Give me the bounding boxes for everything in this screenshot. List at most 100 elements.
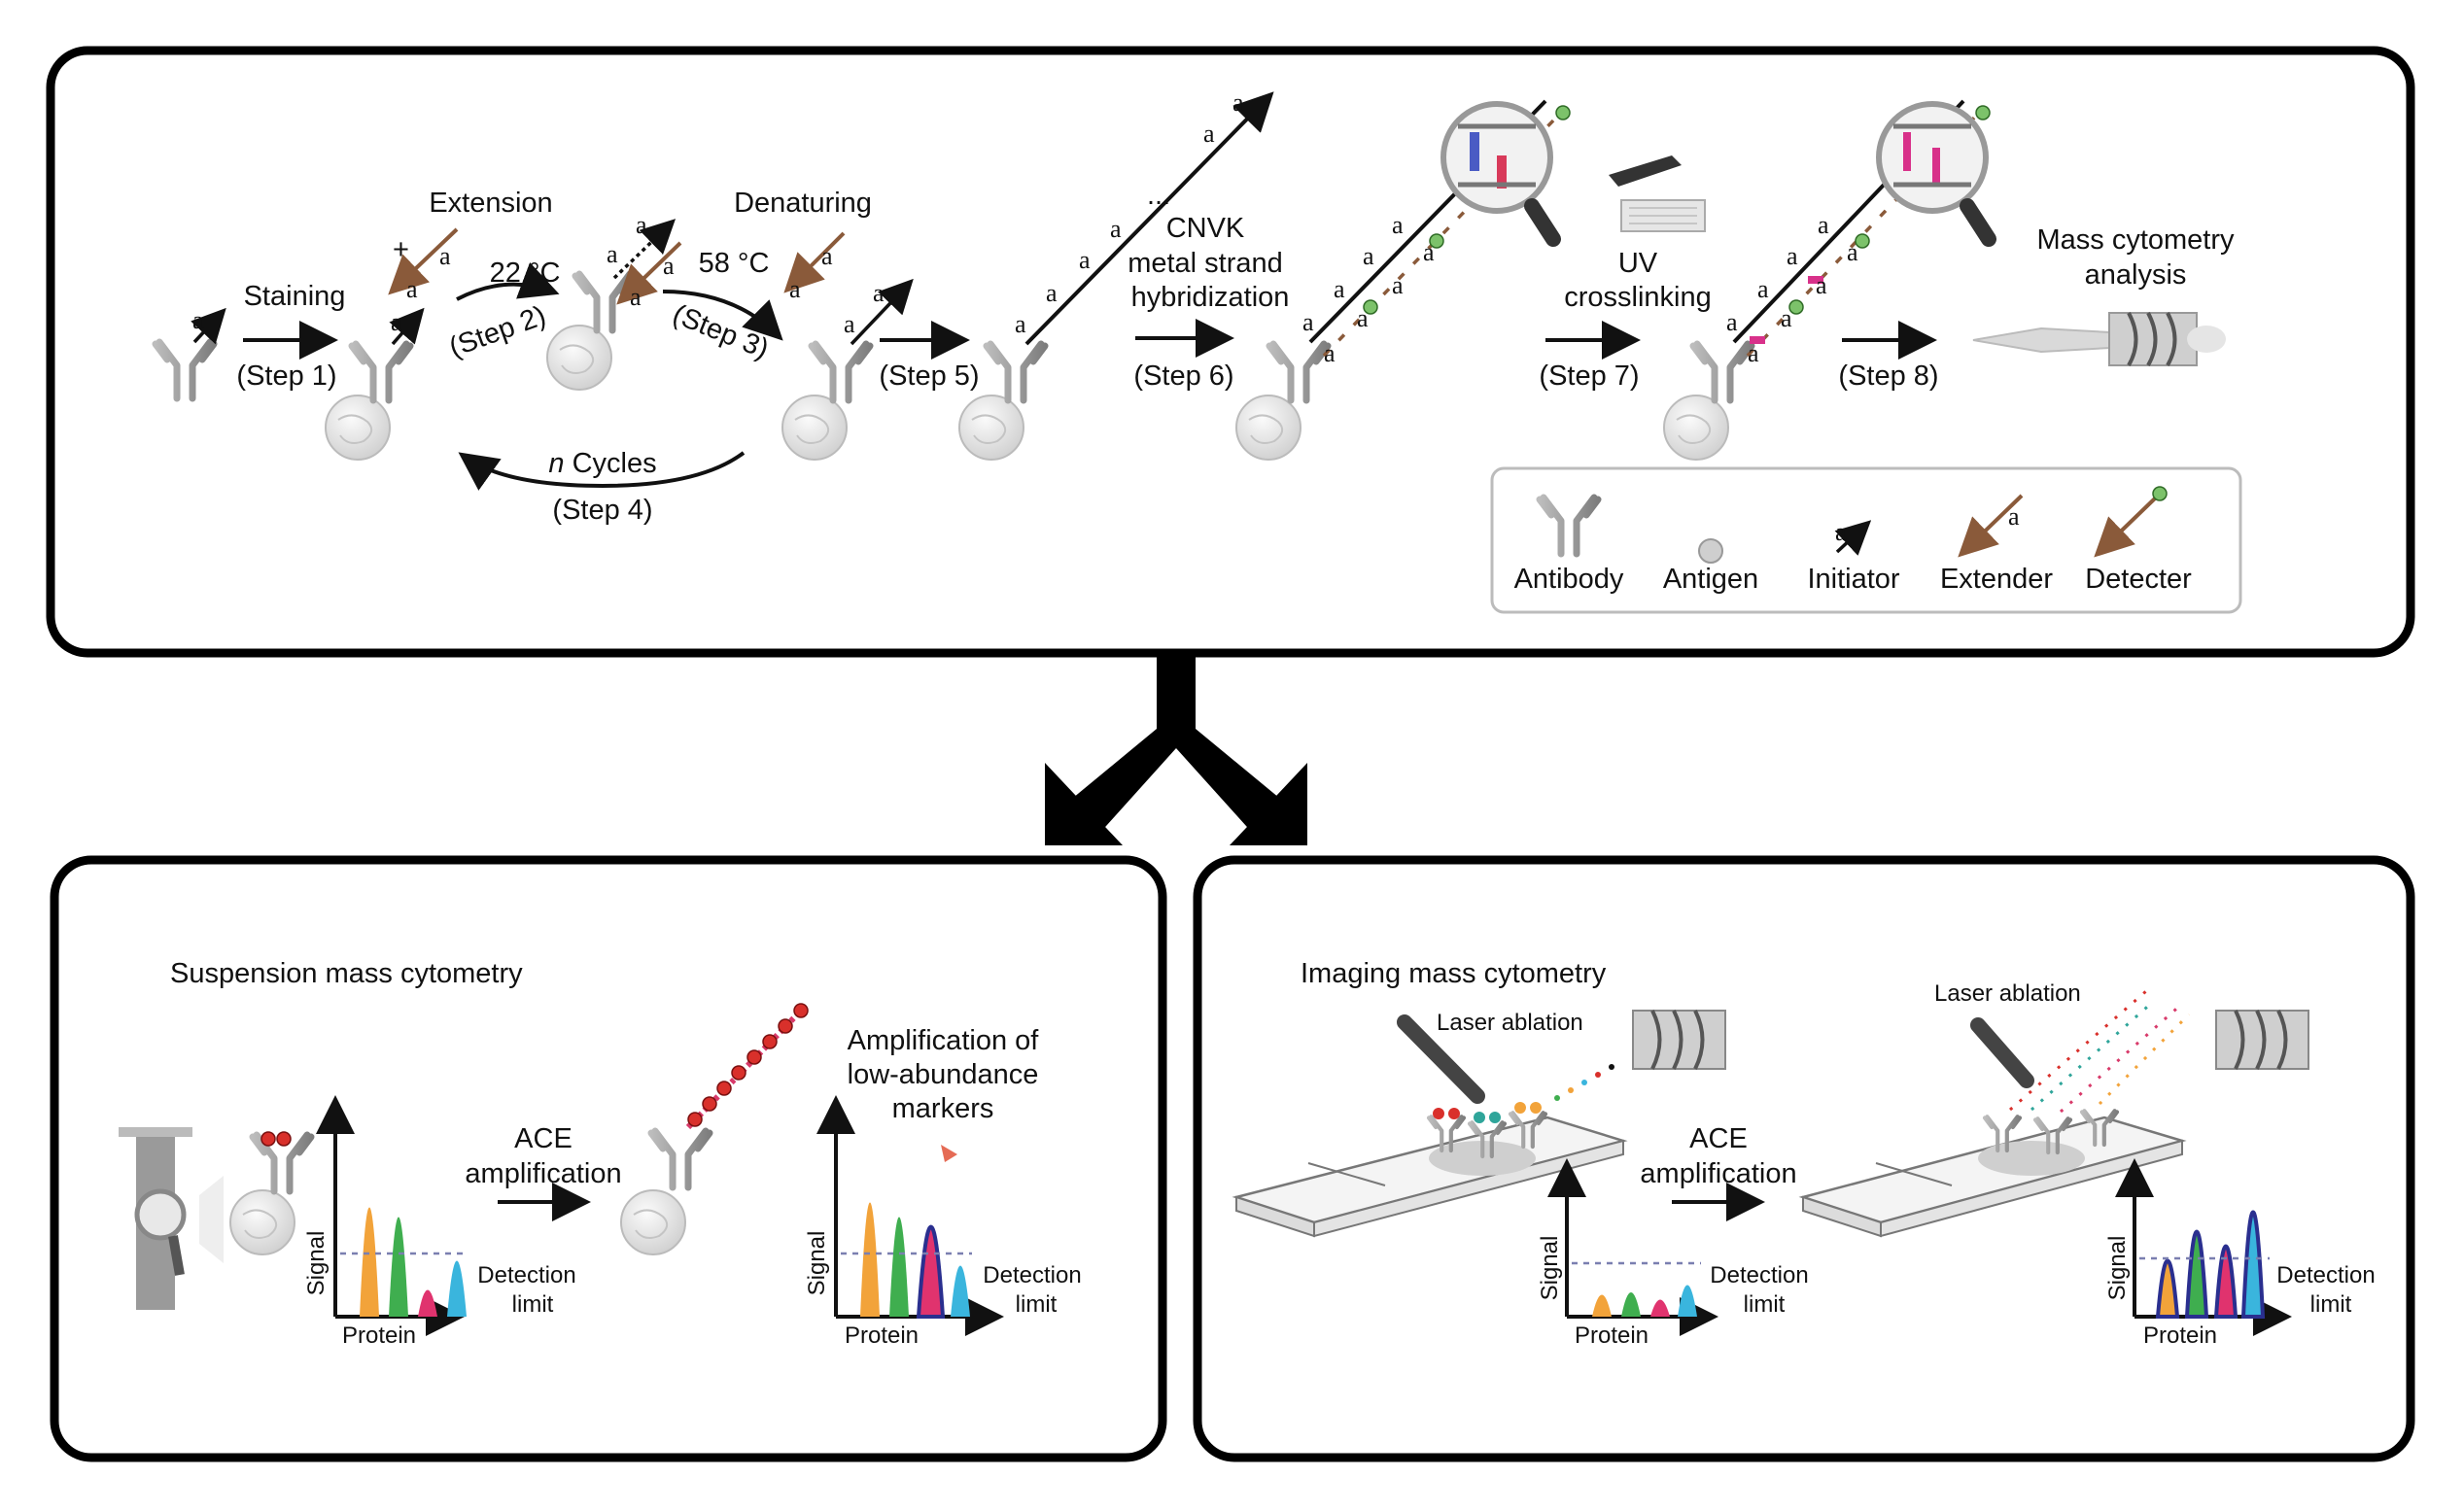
protein-label-2: Protein — [845, 1322, 919, 1349]
laser-icon-1 — [1397, 1014, 1485, 1104]
protein-label-1: Protein — [342, 1322, 416, 1349]
label-n-cycles: n Cycles — [548, 448, 656, 479]
arrow-step4 — [458, 451, 746, 491]
legend-extender-a1: a — [2008, 502, 2020, 531]
a-stage4-2: a — [1046, 279, 1058, 307]
label-cycles: Cycles — [565, 448, 657, 479]
limit-label-3: limit — [1744, 1291, 1786, 1318]
label-cnvk-2: metal strand — [1128, 248, 1283, 279]
bottom-left-frame — [50, 855, 1167, 1462]
marker-pointer-icon — [941, 1145, 957, 1162]
label-temp58: 58 °C — [699, 248, 770, 279]
label-mass-2: analysis — [2085, 259, 2187, 291]
a-stage2-2: a — [636, 211, 647, 239]
a-stage6-3: a — [1787, 242, 1798, 270]
cell-stage4 — [958, 395, 1024, 461]
signal-label-1: Signal — [303, 1231, 330, 1296]
a-stage4-5: a — [1203, 120, 1215, 148]
imaging-title: Imaging mass cytometry — [1301, 958, 1607, 989]
limit-label-4: limit — [2310, 1291, 2352, 1318]
cell-stage3 — [781, 395, 848, 461]
a-stage3-1: a — [844, 310, 855, 338]
amp-label-2: low-abundance — [848, 1059, 1039, 1090]
a-stage1: a — [391, 308, 402, 336]
label-uv-1: UV — [1618, 248, 1658, 279]
limit-label-1: limit — [512, 1291, 554, 1318]
extender-released — [783, 231, 846, 293]
detecter-beads-stage6 — [1788, 105, 1991, 315]
label-uv-2: crosslinking — [1564, 282, 1712, 313]
a-stage2-1: a — [607, 240, 618, 268]
ion-stream-1 — [1554, 1064, 1614, 1101]
astar-released-b: a — [789, 275, 801, 303]
arrow-step3 — [662, 290, 783, 341]
antibodies-slide-1 — [1429, 1102, 1545, 1156]
cell-suspension — [229, 1189, 295, 1255]
astar-stage1-a: a — [439, 242, 451, 270]
legend-detecter: Detecter — [2085, 564, 2192, 595]
magnifier-stage6 — [1876, 101, 1996, 247]
label-cnvk-3: hybridization — [1131, 282, 1290, 313]
a-stage5-2: a — [1334, 275, 1345, 303]
extender-stage2 — [616, 241, 682, 305]
astar-stage6-1: a — [1748, 339, 1759, 367]
astar-stage2-b: a — [630, 283, 642, 311]
legend-antibody: Antibody — [1514, 564, 1624, 595]
laser-icon-2 — [1970, 1017, 2034, 1088]
slide-after-ace — [1798, 1116, 2187, 1238]
label-step7: (Step 7) — [1539, 361, 1639, 392]
cell-stage6 — [1663, 395, 1729, 461]
laser-label-2: Laser ablation — [1934, 980, 2081, 1007]
legend-detecter-bead — [2152, 486, 2168, 501]
astar-stage5-4: a — [1423, 238, 1435, 266]
detecter-beads-stage5 — [1363, 105, 1571, 315]
ace-label-1: ACE — [514, 1123, 573, 1154]
cell-amplified — [620, 1189, 686, 1255]
suspension-title: Suspension mass cytometry — [170, 958, 523, 989]
chart-after-ace — [816, 1095, 1004, 1336]
amp-label-1: Amplification of — [848, 1025, 1040, 1056]
antibody-stage0 — [156, 342, 214, 398]
detection-label-3: Detection — [1710, 1262, 1808, 1288]
mass-cytometer-icon — [1972, 312, 2226, 366]
beads-amplified — [687, 1003, 809, 1127]
a-stage6-4: a — [1818, 211, 1829, 239]
label-step4: (Step 4) — [552, 495, 652, 526]
a-stage4-4: a — [1110, 215, 1122, 243]
laser-label-1: Laser ablation — [1437, 1010, 1583, 1036]
signal-label-3: Signal — [1537, 1236, 1563, 1301]
mass-cytometer-icon-2 — [2215, 1010, 2309, 1070]
legend-antigen: Antigen — [1663, 564, 1758, 595]
legend-extender: Extender — [1940, 564, 2053, 595]
label-step1: (Step 1) — [236, 361, 336, 392]
astar-released-a: a — [821, 242, 833, 270]
plus-sign: + — [393, 234, 409, 265]
chart-imaging-before — [1547, 1158, 1718, 1336]
label-mass-1: Mass cytometry — [2036, 224, 2235, 256]
a-stage4-3: a — [1079, 246, 1091, 274]
antibody-stage5 — [1269, 344, 1328, 400]
limit-label-2: limit — [1016, 1291, 1058, 1318]
signal-label-4: Signal — [2104, 1236, 2131, 1301]
a-stage6-1: a — [1726, 308, 1738, 336]
antibody-stage2 — [575, 274, 634, 330]
label-step3: (Step 3) — [669, 298, 774, 364]
magnifier-stage5 — [1440, 101, 1561, 247]
a-stage6-2: a — [1757, 275, 1769, 303]
astar-stage2-a: a — [663, 252, 675, 280]
astar-stage5-2: a — [1357, 304, 1369, 332]
a-stage4-1: a — [1015, 310, 1026, 338]
beads-suspension — [260, 1131, 292, 1147]
label-denaturing: Denaturing — [734, 188, 872, 219]
uv-lamp-icon — [1609, 155, 1706, 232]
amplified-strands-slide-2 — [1985, 989, 2191, 1152]
extender-stage1 — [388, 227, 459, 295]
label-n: n — [548, 448, 564, 479]
strand-stage3 — [850, 278, 914, 346]
ace-label-4: amplification — [1640, 1158, 1796, 1189]
legend-initiator-icon — [1834, 520, 1872, 556]
ace-label-3: ACE — [1689, 1123, 1748, 1154]
label-cnvk-1: CNVK — [1166, 213, 1245, 244]
protein-label-4: Protein — [2143, 1322, 2217, 1349]
astar-stage6-2: a — [1781, 304, 1792, 332]
